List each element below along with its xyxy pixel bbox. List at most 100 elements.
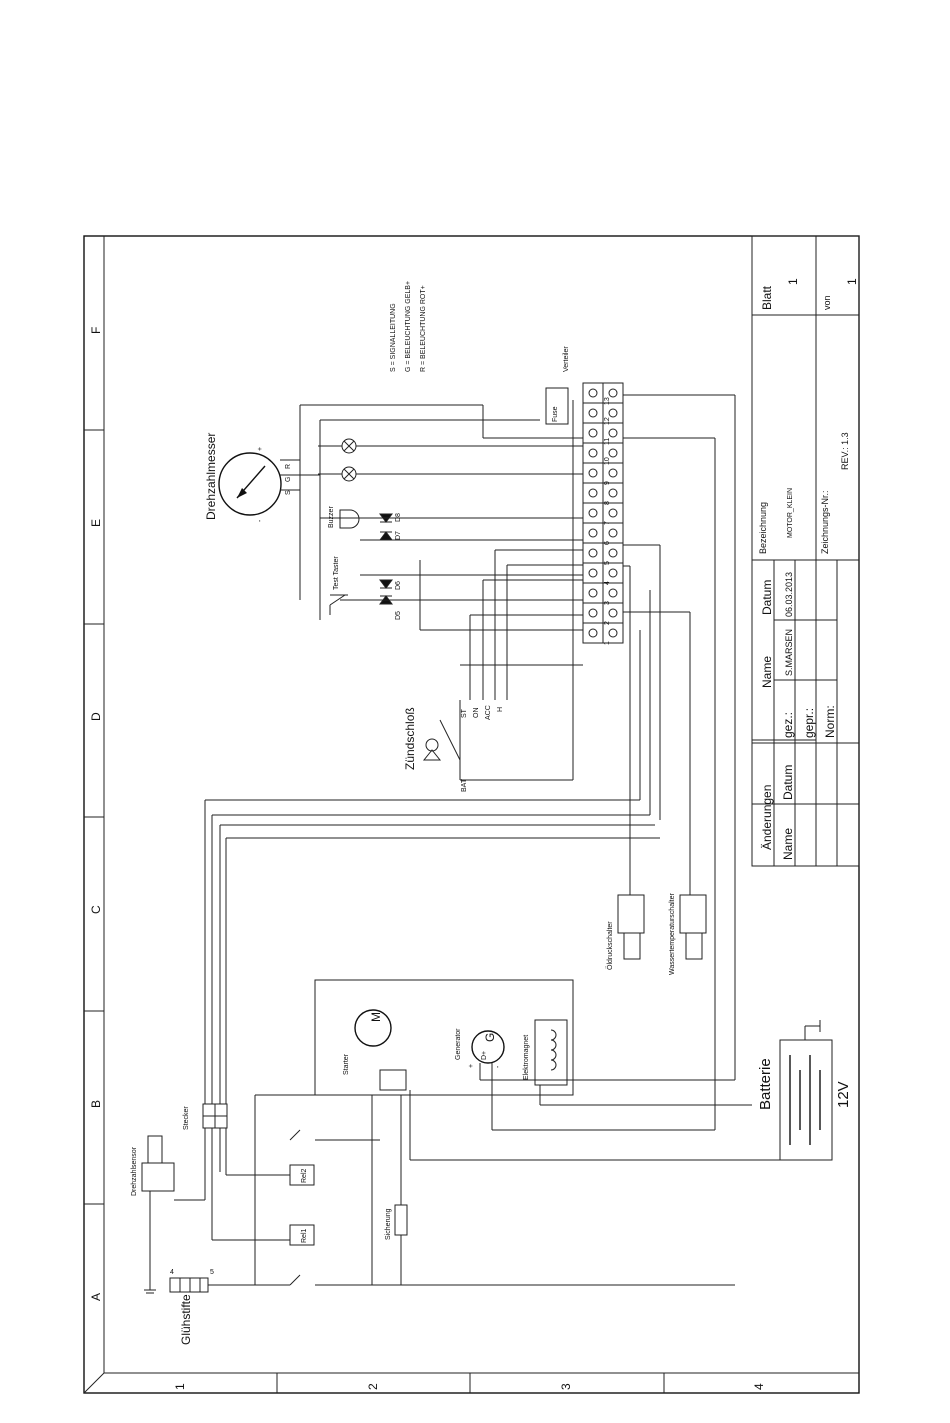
terminal-number: 2 [604,621,611,625]
norm-label: Norm: [823,705,837,738]
col-label-a: A [89,1293,103,1301]
gauge-g: G [285,477,292,482]
starter-label: Starter [343,1053,350,1075]
revision-value: REV.: 1.3 [840,432,850,470]
glow-pin-5: 5 [210,1269,214,1276]
datum-header: Datum [760,580,774,615]
gauge-s: S [285,490,292,495]
ground-symbols [144,1020,821,1294]
speed-sensor-label: Drehzahlsensor [131,1146,138,1196]
terminal-screw-right [608,528,618,538]
terminal-number: 12 [604,417,611,425]
terminal-screw-right [608,588,618,598]
aenderungen-label: Änderungen [760,785,774,850]
gepr-label: gepr.: [802,708,816,738]
von-label: von [822,295,832,310]
generator: G D+ + - Generator [455,1028,505,1068]
terminal-screw-left [588,548,598,558]
row-label-3: 3 [559,1383,573,1390]
bezeichnung-value: MOTOR_KLEIN [787,488,794,538]
terminal-screw-right [608,488,618,498]
terminal-screw-right [608,628,618,638]
blatt-value: 1 [786,278,800,285]
ignition-label: Zündschloß [403,707,417,770]
terminal-screw-right [608,508,618,518]
drawn-by-value: S.MARSEN [784,629,794,676]
starter: M Starter [314,979,574,1096]
terminal-screw-right [608,548,618,558]
gauge-plus: + [257,447,264,451]
generator-dplus: D+ [481,1051,488,1060]
glow-plugs-label: Glühstifte [179,1294,193,1345]
buzzer-label: Buzzer [328,506,335,528]
change-name-header: Name [781,828,795,860]
legend: S = SIGNALLEITUNG G = BELEUCHTUNG GELB+ … [390,281,427,372]
row-label-2: 2 [366,1383,380,1390]
fuse-sicherung: Sicherung [385,1204,408,1240]
name-header: Name [760,656,774,688]
wiring [149,394,780,1286]
generator-plus: + [468,1064,475,1068]
relay-1-label: Rel1 [301,1228,308,1243]
generator-minus: - [495,1065,502,1068]
tachometer: Drehzahlmesser + - S G R [204,433,292,522]
legend-s: S = SIGNALLEITUNG [390,303,397,372]
terminal-screw-left [588,628,598,638]
terminal-screw-right [608,608,618,618]
verteiler-label: Verteiler [563,346,570,372]
terminal-number: 8 [604,501,611,505]
terminal-screw-left [588,488,598,498]
blatt-label: Blatt [760,285,774,310]
test-button [329,594,348,615]
terminal-screw-left [588,408,598,418]
d6-label: D6 [395,581,402,590]
glow-plugs: Glühstifte 4 5 [169,1269,214,1345]
terminal-screw-right [608,568,618,578]
relay-2: Rel2 [289,1164,315,1186]
generator-symbol: G [483,1033,497,1042]
terminal-number: 11 [604,438,611,445]
terminal-number: 1 [604,641,611,645]
terminal-screw-right [608,388,618,398]
water-temp-switch: Wassertemperaturschalter [669,893,707,975]
terminal-number: 10 [604,457,611,465]
battery-label: Batterie [757,1058,774,1110]
electromagnet: Elektromagnet [523,1019,568,1086]
terminal-screw-left [588,528,598,538]
terminal-screw-right [608,408,618,418]
terminal-number: 4 [604,581,611,585]
row-label-4: 4 [752,1383,766,1390]
terminal-screw-right [608,468,618,478]
relay-1: Rel1 [289,1224,315,1246]
terminal-screw-left [588,508,598,518]
sicherung-label: Sicherung [385,1208,392,1240]
terminal-number: 9 [604,481,611,485]
indicator-lamps [341,438,357,482]
switch-st: ST [461,708,468,718]
gauge-minus: - [257,519,264,522]
terminal-number: 13 [604,397,611,405]
diodes [379,513,393,605]
oil-pressure-label: Öldruckschalter [606,921,614,970]
col-label-d: D [89,712,103,721]
stecker-label: Stecker [183,1106,190,1130]
terminal-number: 7 [604,521,611,525]
change-date-header: Datum [781,765,795,800]
col-label-e: E [89,519,103,527]
col-label-c: C [89,905,103,914]
oil-pressure-switch: Öldruckschalter [606,894,645,970]
zeichnungs-nr-label: Zeichnungs-Nr.: [820,490,830,554]
fuse: Fuse [545,387,569,425]
battery: Batterie 12V [757,1039,852,1161]
col-label-f: F [89,327,103,334]
gauge-r: R [285,464,292,469]
relay-2-label: Rel2 [301,1168,308,1183]
gez-label: gez.: [781,712,795,738]
drawn-date-value: 06.03.2013 [784,572,794,617]
starter-motor-symbol: M [369,1012,383,1022]
d5-label: D5 [395,611,402,620]
von-value: 1 [845,278,859,285]
legend-r: R = BELEUCHTUNG ROT+ [420,285,427,372]
